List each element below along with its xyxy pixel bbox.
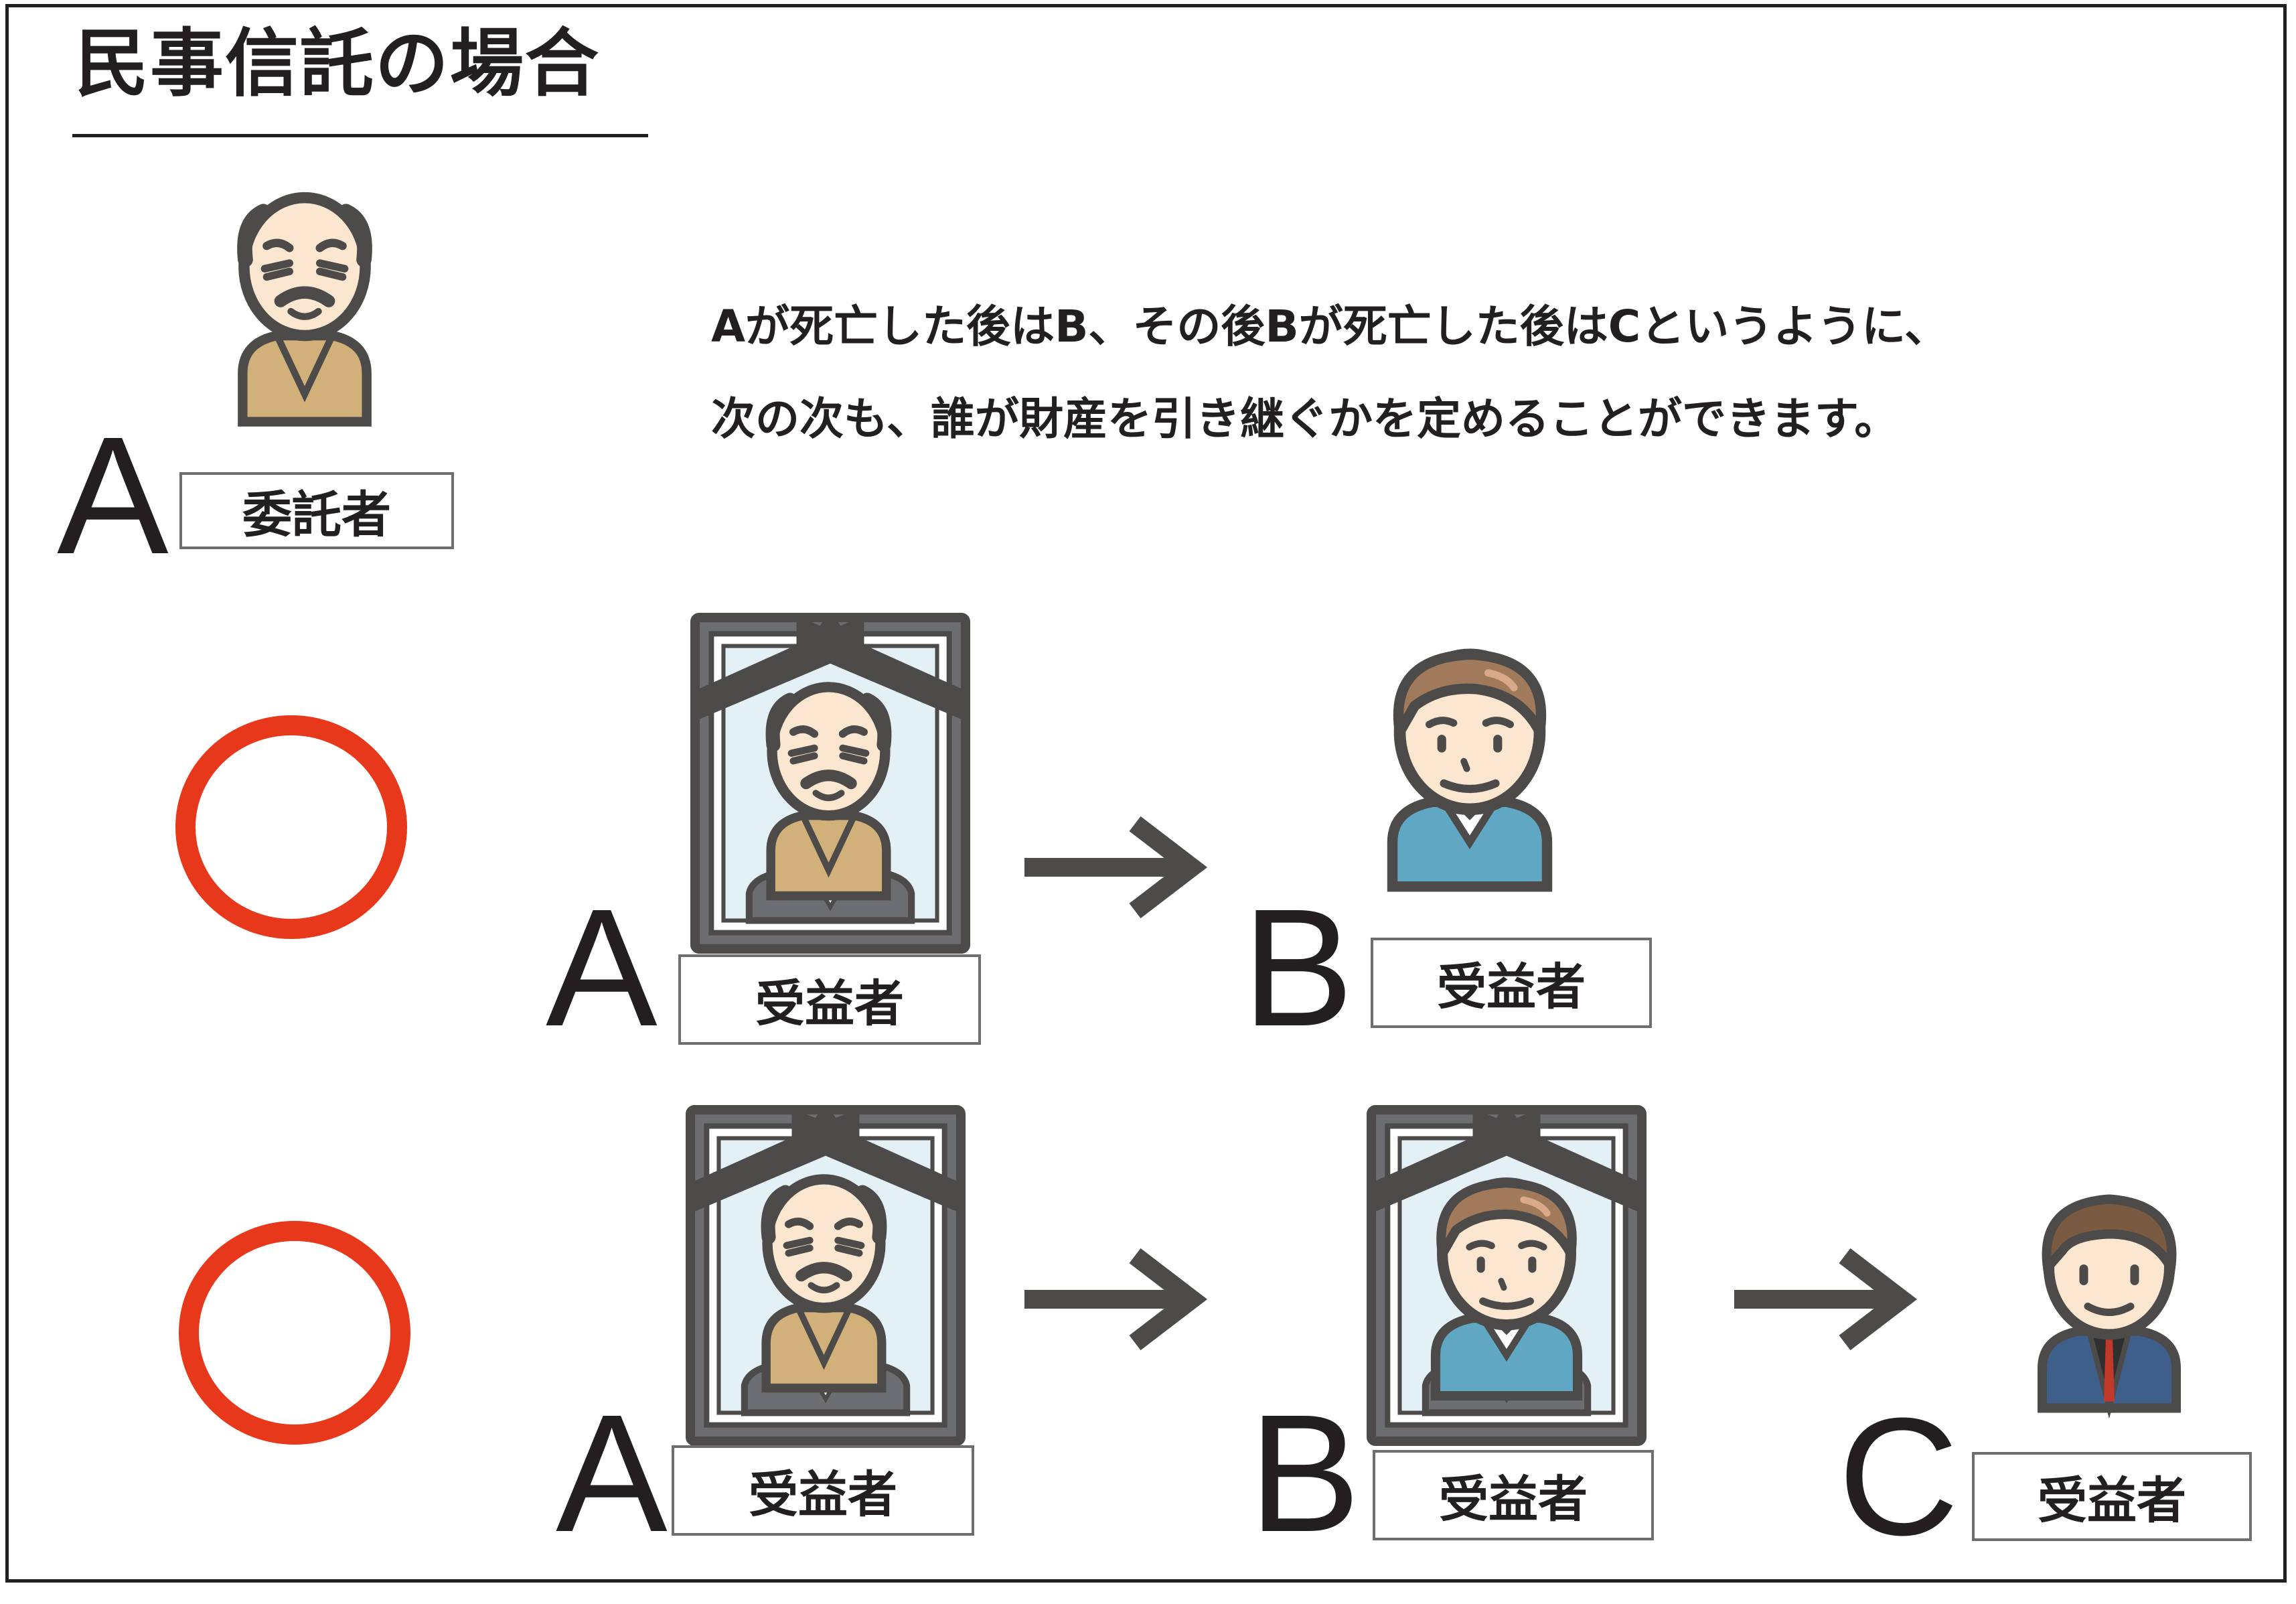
row2-person-a-letter: A — [556, 1380, 668, 1566]
row1-person-a-letter: A — [546, 874, 658, 1061]
row2-person-c-role: 受益者 — [1972, 1452, 2252, 1541]
description-line-1: Aが死亡した後はB、その後Bが死亡した後はCというように、 — [711, 301, 1949, 352]
young-man-suit-icon — [2009, 1152, 2210, 1447]
page-title: 民事信託の場合 — [75, 21, 600, 106]
memorial-portrait-icon — [678, 1102, 973, 1450]
ok-circle-mark — [179, 1221, 410, 1445]
memorial-portrait-icon — [1359, 1102, 1654, 1450]
row1-person-b-role: 受益者 — [1371, 938, 1652, 1028]
title-underline — [72, 134, 648, 137]
memorial-portrait-icon — [686, 609, 974, 958]
row2-person-a-role: 受益者 — [672, 1445, 974, 1536]
row2-person-b-letter: B — [1249, 1380, 1361, 1566]
elderly-man-icon — [201, 194, 408, 429]
settlor-role-label: 委託者 — [179, 472, 454, 549]
young-man-icon — [1359, 599, 1580, 934]
settlor-letter: A — [57, 402, 169, 589]
row1-person-a-role: 受益者 — [678, 954, 981, 1045]
description-line-2: 次の次も、誰が財産を引き継ぐかを定めることができます。 — [711, 393, 1899, 445]
arrow-right-icon — [1734, 1248, 1918, 1351]
ok-circle-mark — [175, 715, 407, 939]
arrow-right-icon — [1024, 1248, 1208, 1351]
row2-person-b-role: 受益者 — [1373, 1450, 1654, 1540]
row1-person-b-letter: B — [1242, 874, 1354, 1061]
row2-person-c-letter: C — [1838, 1383, 1959, 1570]
arrow-right-icon — [1024, 816, 1208, 919]
